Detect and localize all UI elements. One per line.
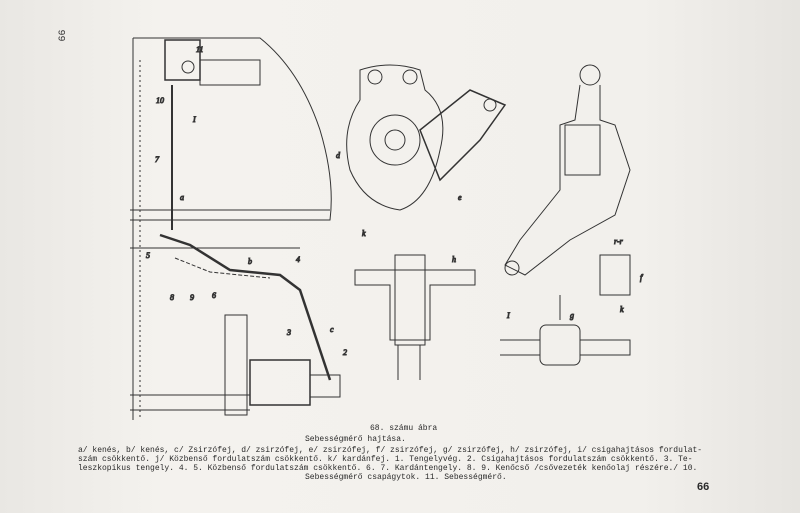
universal-joint-detail [500, 295, 631, 366]
label-detail-I: I [506, 311, 510, 320]
legend-line: a/ kenés, b/ kenés, c/ Zsirzófej, d/ zsi… [78, 446, 703, 455]
figure-title: Sebességmérő hajtása. [305, 435, 406, 444]
label-a: a [180, 193, 184, 202]
label-g: g [570, 311, 574, 320]
label-I: I [192, 115, 196, 124]
legend-line: Sebességmérő csapágytok. 11. Sebességmér… [305, 473, 507, 482]
label-3: 3 [286, 328, 291, 337]
figure-caption: 68. számu ábra Sebességmérő hajtása. a/ … [0, 424, 800, 487]
label-d: d [336, 151, 341, 160]
label-e: e [458, 193, 462, 202]
vehicle-assembly-view [130, 37, 341, 420]
legend-line: szám csökkentő. j/ Közbenső fordulatszám… [78, 455, 693, 464]
label-10: 10 [156, 96, 164, 105]
label-section-rr: r-r [614, 237, 624, 246]
label-5: 5 [146, 251, 150, 260]
label-k: k [362, 229, 366, 238]
label-4: 4 [296, 255, 300, 264]
legend-line: leszkopikus tengely. 4. 5. Közbenső ford… [78, 464, 698, 473]
label-2: 2 [343, 348, 347, 357]
label-h: h [452, 255, 456, 264]
label-9: 9 [190, 293, 194, 302]
label-b: b [248, 257, 252, 266]
label-c: c [330, 325, 334, 334]
label-11: 11 [196, 45, 203, 54]
label-f: f [640, 273, 644, 282]
page-number: 66 [697, 481, 710, 493]
figure-number: 68. számu ábra [370, 424, 438, 433]
label-8: 8 [170, 293, 174, 302]
intermediate-reducer-section [354, 254, 476, 380]
label-6: 6 [212, 291, 216, 300]
bearing-housing-view [504, 64, 631, 296]
label-k2: k [620, 305, 624, 314]
worm-gear-housing-view [346, 64, 507, 211]
label-7: 7 [155, 155, 160, 164]
